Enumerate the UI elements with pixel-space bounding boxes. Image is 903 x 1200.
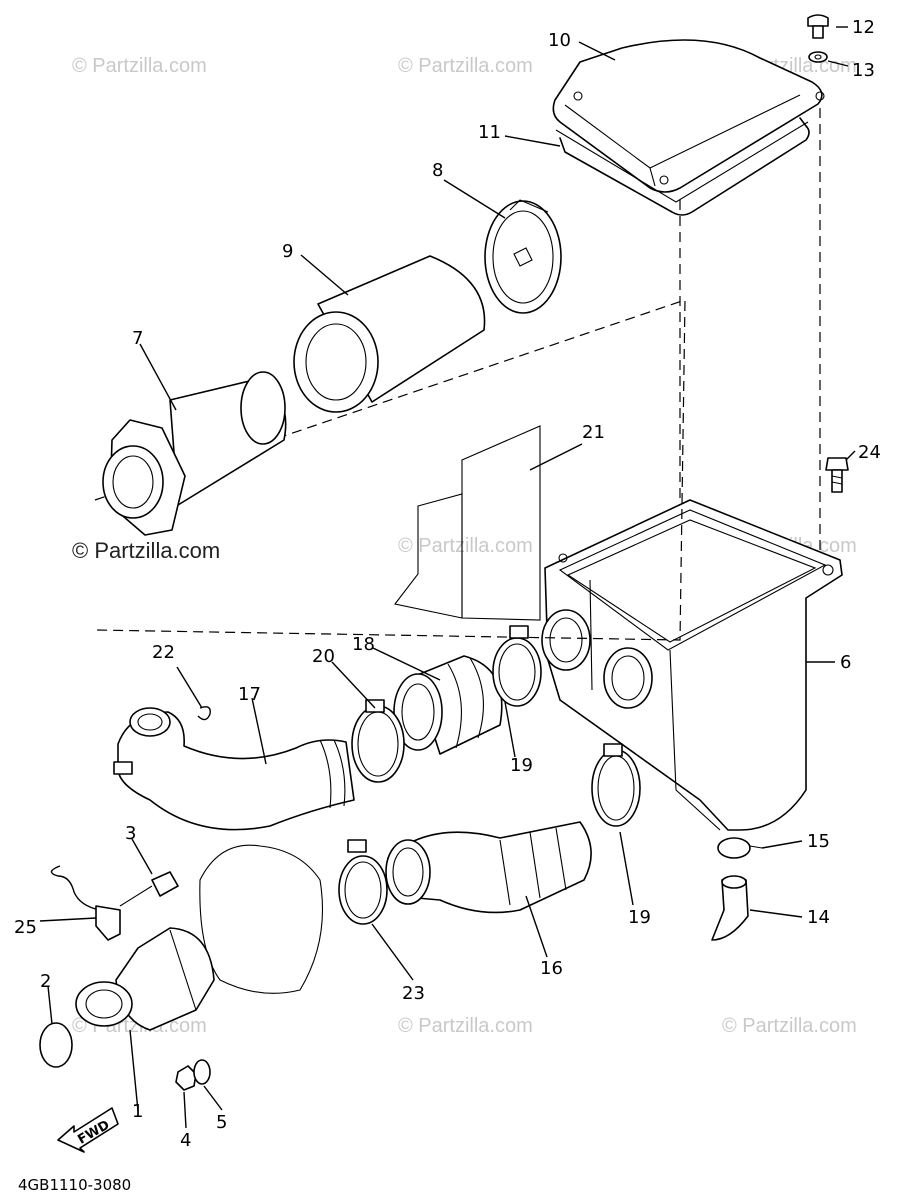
watermark: © Partzilla.com xyxy=(72,55,207,77)
intake-joint xyxy=(393,655,503,755)
part-number: 5 xyxy=(216,1112,227,1133)
part-number: 3 xyxy=(125,823,136,844)
filter-element-holder xyxy=(102,371,287,536)
part-number: 1 xyxy=(132,1101,143,1122)
hose-clamp-23 xyxy=(338,839,388,925)
watermark: © Partzilla.com xyxy=(722,1015,857,1037)
sensor-wire xyxy=(50,865,121,941)
case-bolt xyxy=(825,457,849,493)
manifold-nut xyxy=(175,1065,197,1091)
manifold-gasket xyxy=(39,1022,73,1068)
part-number: 11 xyxy=(478,122,501,143)
part-number: 21 xyxy=(582,422,605,443)
hose-clamp-20 xyxy=(351,699,405,783)
part-number: 18 xyxy=(352,634,375,655)
manifold-bolt xyxy=(119,871,179,907)
hose-clamp-upper xyxy=(492,625,542,707)
part-number: 9 xyxy=(282,241,293,262)
bracket-plate xyxy=(394,425,541,621)
part-number: 10 xyxy=(548,30,571,51)
manifold-washer xyxy=(193,1059,211,1085)
air-box-cover xyxy=(552,39,825,193)
part-number: 13 xyxy=(852,60,875,81)
part-number: 25 xyxy=(14,917,37,938)
drawing-code: 4GB1110-3080 xyxy=(18,1176,131,1194)
part-number: 19 xyxy=(628,907,651,928)
watermark-dark: © Partzilla.com xyxy=(72,538,220,563)
leader-lines xyxy=(39,26,856,1129)
drain-boot xyxy=(711,875,749,941)
hose-clamp-lower xyxy=(591,743,641,827)
intake-duct xyxy=(113,707,355,831)
part-number: 14 xyxy=(807,907,830,928)
clip-22 xyxy=(197,706,211,721)
carburetor-outline xyxy=(199,844,324,994)
part-number: 17 xyxy=(238,684,261,705)
part-number: 8 xyxy=(432,160,443,181)
part-number: 23 xyxy=(402,983,425,1004)
part-number: 19 xyxy=(510,755,533,776)
manifold-joint xyxy=(75,927,215,1031)
guide-outline xyxy=(94,299,686,641)
watermark: © Partzilla.com xyxy=(398,55,533,77)
watermark: © Partzilla.com xyxy=(398,1015,533,1037)
part-number-callouts: 1 2 3 4 5 6 7 8 9 10 11 12 13 14 15 16 1… xyxy=(14,17,881,1151)
cover-gasket xyxy=(555,117,810,216)
part-number: 22 xyxy=(152,642,175,663)
forward-arrow: FWD xyxy=(57,1107,119,1153)
part-number: 7 xyxy=(132,328,143,349)
intake-tube xyxy=(385,821,592,914)
filter-end-cap xyxy=(484,199,562,314)
part-number: 24 xyxy=(858,442,881,463)
part-number: 16 xyxy=(540,958,563,979)
foam-filter xyxy=(293,255,486,413)
part-number: 4 xyxy=(180,1130,191,1151)
drain-plug xyxy=(717,837,763,859)
air-box-case xyxy=(541,499,843,831)
part-number: 6 xyxy=(840,652,851,673)
part-number: 2 xyxy=(40,971,51,992)
part-number: 15 xyxy=(807,831,830,852)
watermark: © Partzilla.com xyxy=(398,535,533,557)
part-number: 20 xyxy=(312,646,335,667)
part-number: 12 xyxy=(852,17,875,38)
cover-screw xyxy=(807,14,829,63)
